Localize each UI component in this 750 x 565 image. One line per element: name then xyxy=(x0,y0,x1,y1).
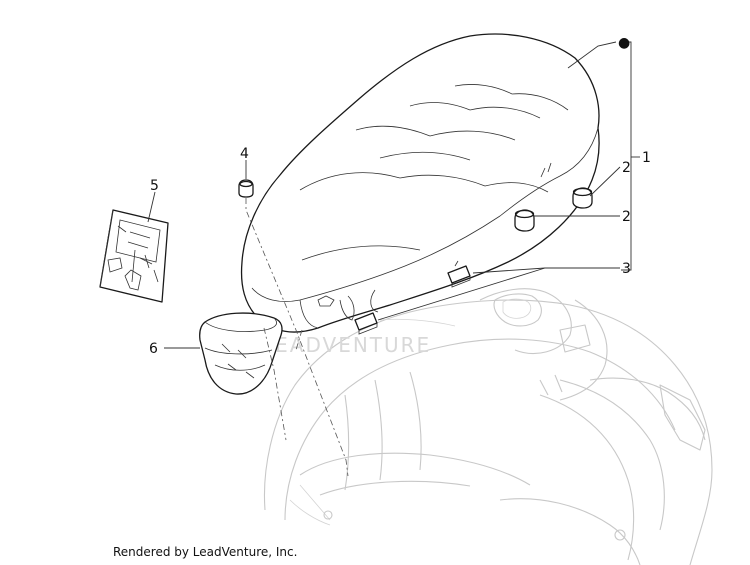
seat-part xyxy=(240,33,600,333)
assembly-lines xyxy=(245,198,349,477)
callout-1: 1 xyxy=(642,150,651,166)
callout-5: 5 xyxy=(150,178,159,194)
bumper-left xyxy=(354,312,378,335)
rubber-pad-lower xyxy=(514,209,535,232)
callout-2-upper: 2 xyxy=(622,160,631,176)
nut-part xyxy=(238,179,254,198)
callout-labels: ● 1 2 2 3 4 5 6 xyxy=(149,35,651,357)
tool-kit-bag xyxy=(99,209,169,303)
callout-6: 6 xyxy=(149,341,158,357)
credit-text: Rendered by LeadVenture, Inc. xyxy=(113,545,298,559)
callout-3: 3 xyxy=(622,261,631,277)
storage-net xyxy=(199,312,283,395)
callout-4: 4 xyxy=(240,146,249,162)
callout-2-lower: 2 xyxy=(622,209,631,225)
watermark-text: LEADVENTURE xyxy=(262,333,431,357)
bullet-marker: ● xyxy=(618,35,630,51)
bumper-right xyxy=(447,260,471,288)
leader-lines xyxy=(147,41,621,349)
scooter-frame-ghost xyxy=(263,288,713,565)
rubber-pad-upper xyxy=(572,187,593,209)
group-bracket xyxy=(621,41,640,271)
